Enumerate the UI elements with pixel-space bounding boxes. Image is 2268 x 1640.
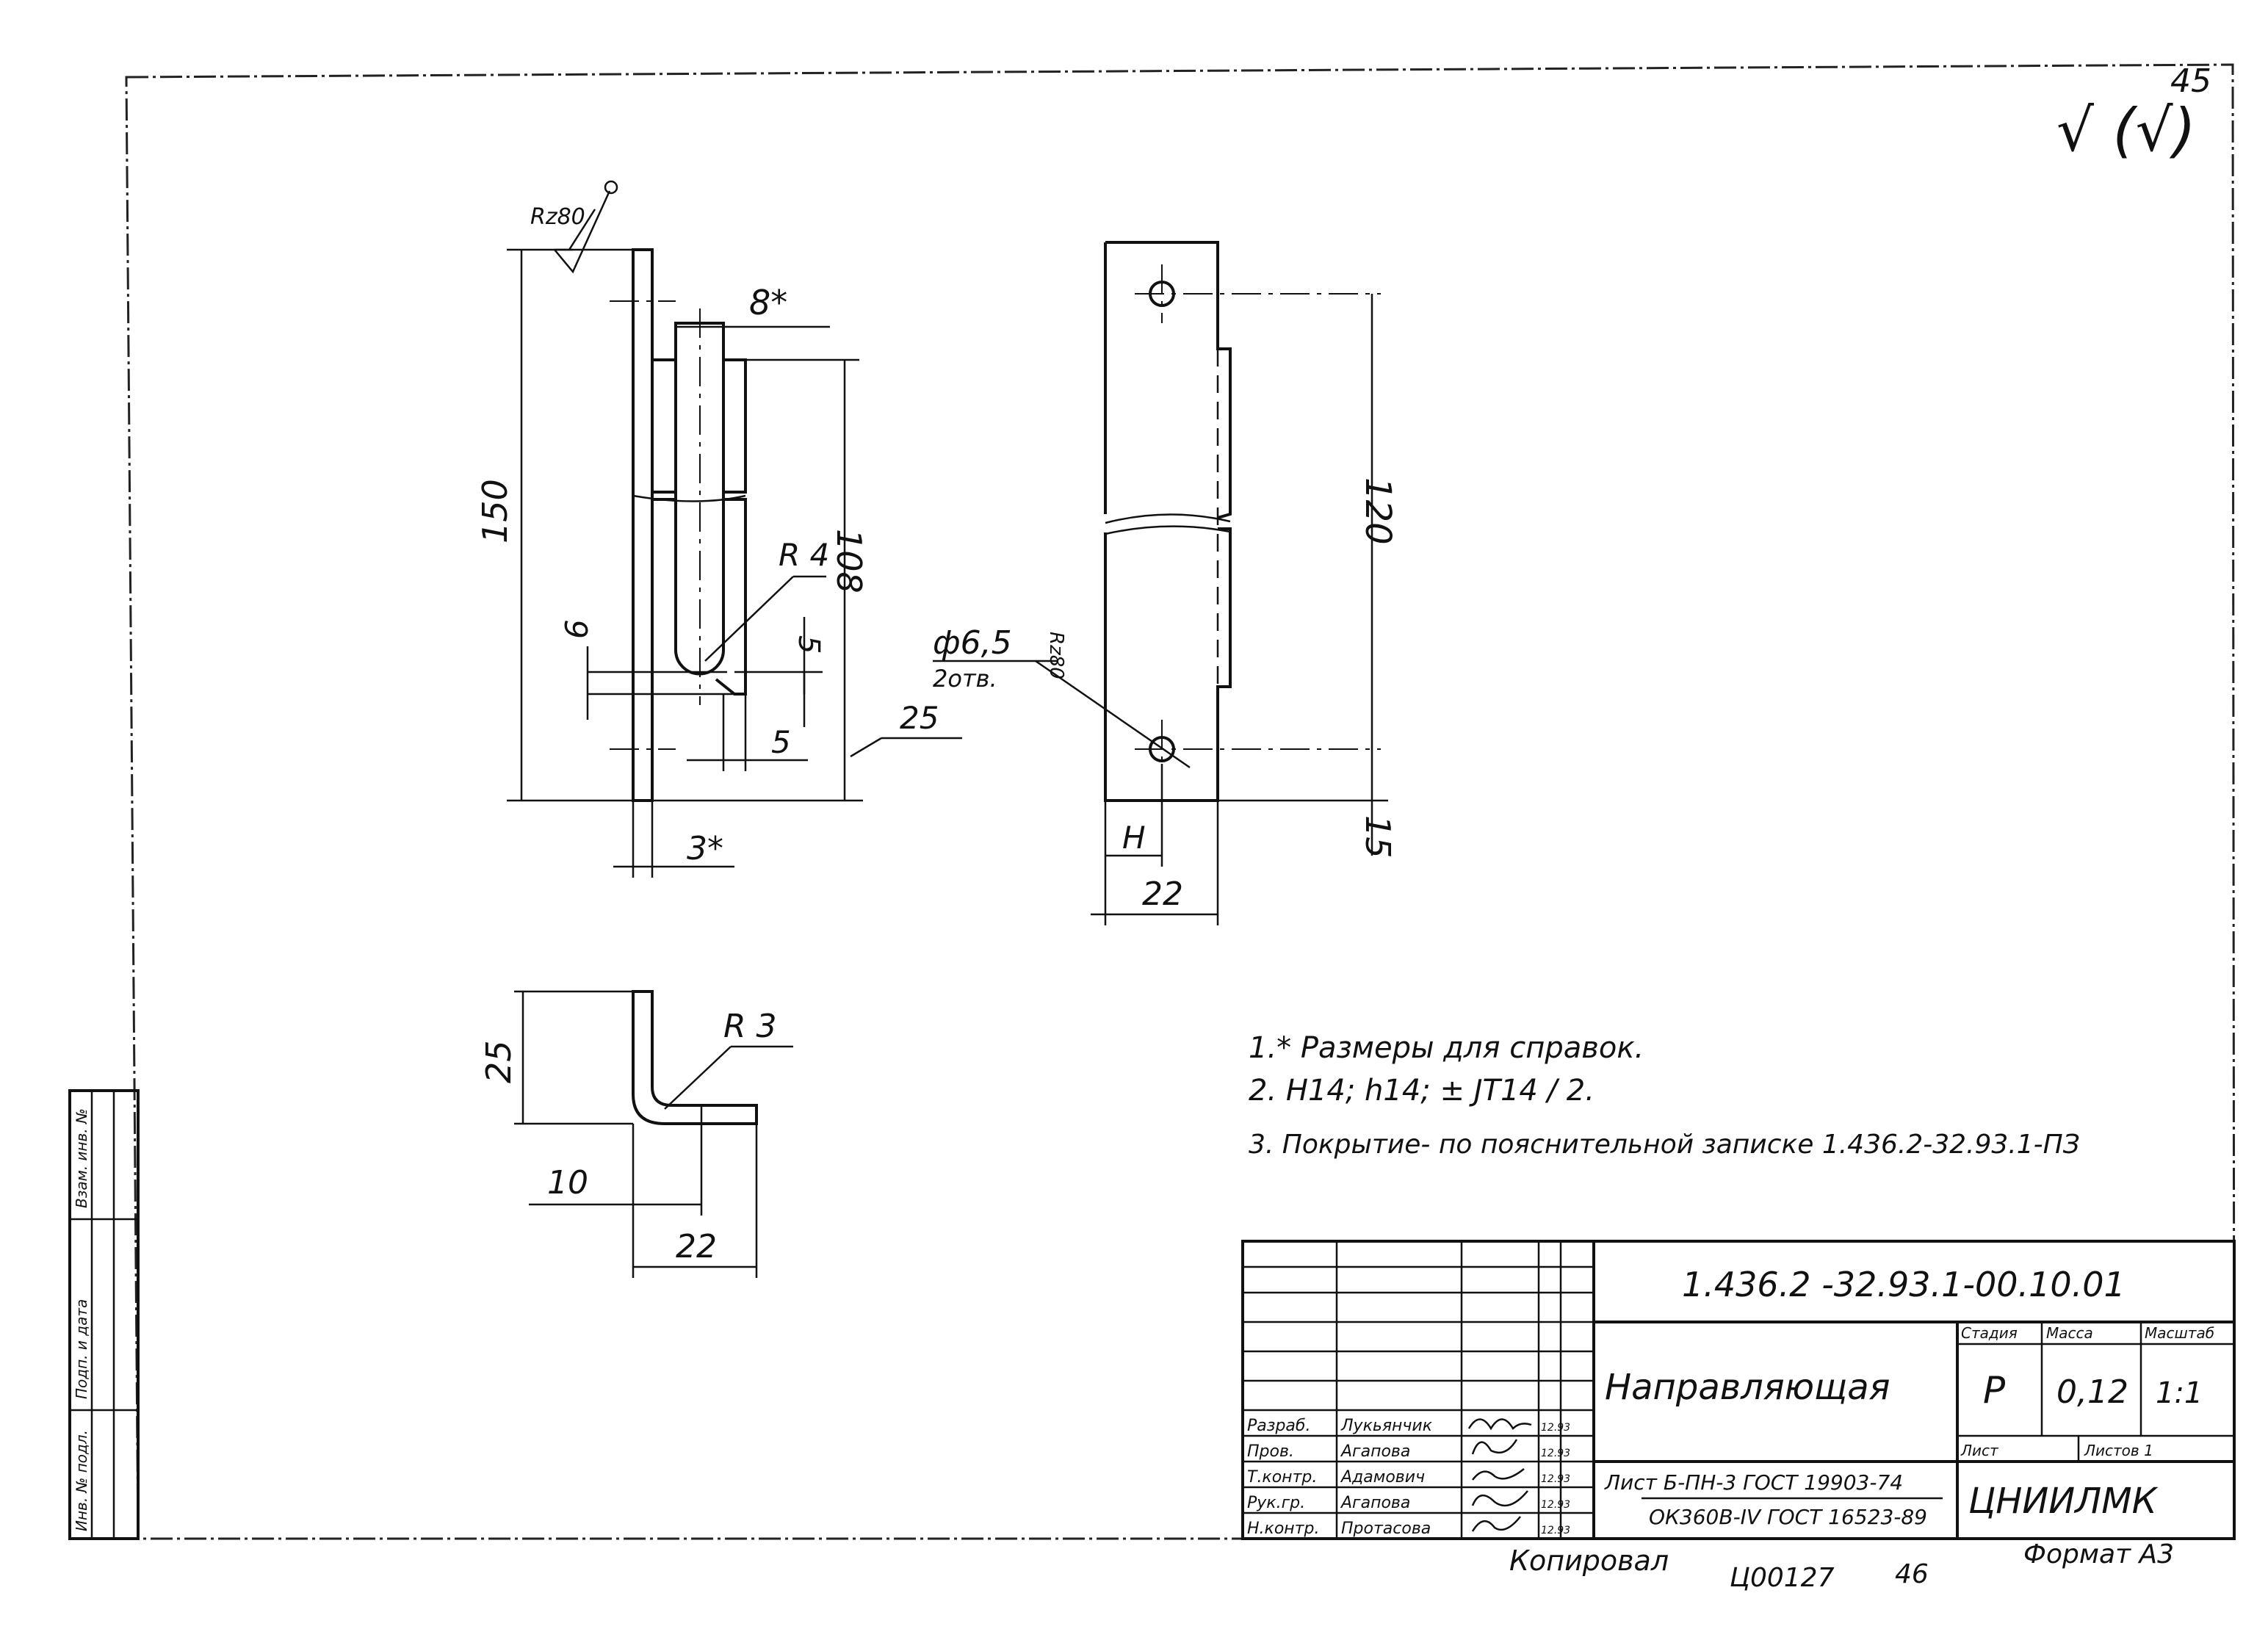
role-label: Н.контр. — [1247, 1520, 1319, 1538]
note-1: 1.* Размеры для справок. — [1249, 1031, 1644, 1065]
scale-value: 1:1 — [2156, 1376, 2203, 1410]
view-front: 150 108 8* Rz80 R 4 6 5 5 25 — [475, 180, 962, 878]
part-outline — [652, 498, 747, 696]
roughness-label: Rz80 — [530, 204, 585, 230]
signature — [1471, 1516, 1521, 1532]
note-2: 2. Н14; h14; ± JT14 / 2. — [1249, 1074, 1595, 1108]
part-name: Направляющая — [1605, 1367, 1890, 1408]
sheet-frame — [125, 63, 2236, 1540]
technical-notes: 1.* Размеры для справок. 2. Н14; h14; ± … — [1249, 1031, 2080, 1160]
section-outline — [632, 990, 758, 1125]
mass-value: 0,12 — [2056, 1373, 2128, 1411]
person-name: Агапова — [1340, 1494, 1410, 1512]
signature — [1471, 1490, 1528, 1507]
dim-3: 3* — [687, 830, 723, 867]
signature — [1467, 1418, 1532, 1431]
sign-date: 12.93 — [1541, 1473, 1570, 1485]
dim-10: 10 — [547, 1164, 588, 1202]
dim-r3: R 3 — [723, 1008, 777, 1045]
roughness-mark — [555, 209, 596, 251]
material-line-1: Лист Б-ПН-3 ГОСТ 19903-74 — [1604, 1470, 1903, 1495]
stage-value: Р — [1983, 1369, 2006, 1412]
role-label: Рук.гр. — [1247, 1494, 1305, 1512]
dim-22: 22 — [1142, 875, 1183, 913]
sign-date: 12.93 — [1541, 1499, 1570, 1511]
col-stage: Стадия — [1961, 1324, 2018, 1342]
leader-line — [850, 737, 882, 758]
check-marks: √ (√) — [2056, 96, 2196, 165]
sheet-label: Лист — [1960, 1442, 1999, 1459]
dim-22: 22 — [676, 1228, 717, 1265]
archive-number: Ц00127 — [1730, 1563, 1835, 1593]
page-number: 46 — [1895, 1559, 1929, 1589]
copied-label: Копировал — [1509, 1545, 1669, 1577]
title-block: Разраб. Пров. Т.контр. Рук.гр. Н.контр. … — [1241, 1240, 2236, 1540]
sign-date: 12.93 — [1541, 1448, 1570, 1459]
dim-25: 25 — [479, 1040, 519, 1083]
col-mass: Масса — [2046, 1324, 2093, 1342]
side-stamp-text: Подп. и дата — [73, 1299, 90, 1399]
roughness-mark — [554, 190, 611, 274]
dim-6: 6 — [559, 619, 595, 639]
dim-8: 8* — [749, 283, 787, 322]
roughness-circle — [604, 180, 618, 195]
part-outline — [632, 248, 654, 802]
sign-date: 12.93 — [1541, 1525, 1570, 1536]
dim-5-horizontal: 5 — [771, 724, 791, 760]
side-stamp-box — [68, 1089, 140, 1540]
organization: ЦНИИЛМК — [1968, 1481, 2159, 1522]
hole-quantity: 2отв. — [933, 665, 997, 693]
sheets-label: Листов 1 — [2084, 1442, 2153, 1459]
dim-25: 25 — [900, 700, 939, 736]
dim-108: 108 — [829, 529, 869, 593]
signature — [1471, 1439, 1518, 1455]
title-block-frame — [1241, 1240, 2236, 1540]
roughness-label: Rz80 — [1045, 632, 1067, 679]
dim-5-vertical: 5 — [792, 635, 826, 654]
format-label: Формат А3 — [2023, 1539, 2174, 1569]
person-name: Агапова — [1340, 1442, 1410, 1461]
dim-h: Н — [1122, 820, 1146, 856]
view-section: 25 R 3 10 22 — [479, 990, 793, 1278]
signature — [1472, 1468, 1525, 1481]
side-stamp-text: Инв. № подл. — [73, 1430, 90, 1531]
person-name: Лукьянчик — [1340, 1417, 1433, 1435]
col-scale: Масштаб — [2145, 1324, 2214, 1342]
dim-150: 150 — [475, 479, 515, 543]
role-label: Пров. — [1247, 1442, 1294, 1461]
leader-line — [704, 576, 794, 662]
sign-date: 12.93 — [1541, 1422, 1570, 1434]
break-line — [1105, 525, 1231, 535]
part-outline — [1104, 241, 1232, 519]
dim-120: 120 — [1357, 477, 1398, 545]
dim-r4: R 4 — [779, 537, 829, 573]
break-line — [632, 494, 746, 502]
break-line — [1105, 513, 1231, 524]
leader-line — [664, 1046, 732, 1110]
drawing-designation: 1.436.2 -32.93.1-00.10.01 — [1682, 1265, 2126, 1304]
person-name: Адамович — [1340, 1468, 1425, 1487]
material-line-2: ОК360В-IV ГОСТ 16523-89 — [1649, 1505, 1927, 1529]
dim-15: 15 — [1358, 815, 1398, 859]
note-3: 3. Покрытие- по пояснительной записке 1.… — [1249, 1130, 2080, 1160]
hole-diameter: ф6,5 — [933, 624, 1012, 662]
part-outline — [652, 322, 747, 494]
view-side: 120 15 ф6,5 2отв. Rz80 Н 22 — [933, 241, 1398, 925]
sheet-number: 45 — [2170, 62, 2211, 100]
role-label: Т.контр. — [1247, 1468, 1317, 1487]
leader-line — [1035, 660, 1191, 769]
person-name: Протасова — [1341, 1520, 1431, 1538]
side-stamp-text: Взам. инв. № — [73, 1108, 90, 1208]
role-label: Разраб. — [1247, 1417, 1310, 1435]
